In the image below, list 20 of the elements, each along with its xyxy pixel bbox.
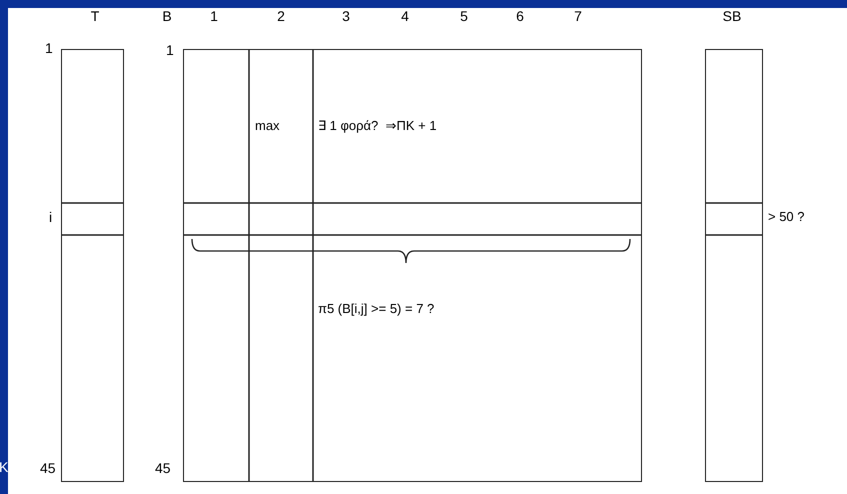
column-number: 1 (210, 8, 218, 24)
array-name: SB (722, 8, 742, 24)
column-number: 7 (574, 8, 582, 24)
column-number: 3 (342, 8, 350, 24)
column-number: 2 (277, 8, 285, 24)
column-number: 5 (460, 8, 468, 24)
row-number: 45 (40, 460, 56, 476)
condition-note: π5 (B[i,j] >= 5) = 7 ? (318, 301, 434, 317)
column-number: 4 (401, 8, 409, 24)
condition-note: > 50 ? (768, 209, 805, 225)
array-name: B (162, 8, 172, 24)
row-index: i (49, 209, 52, 225)
text-fragment: K (0, 459, 8, 475)
row-number: 45 (155, 460, 171, 476)
row-number: 1 (45, 40, 53, 56)
cell-note: max (255, 118, 280, 134)
row-number: 1 (166, 42, 174, 58)
condition-note: ∃ 1 φορά? ⇒ΠΚ + 1 (318, 118, 437, 134)
column-number: 6 (516, 8, 524, 24)
array-name: T (90, 8, 100, 24)
